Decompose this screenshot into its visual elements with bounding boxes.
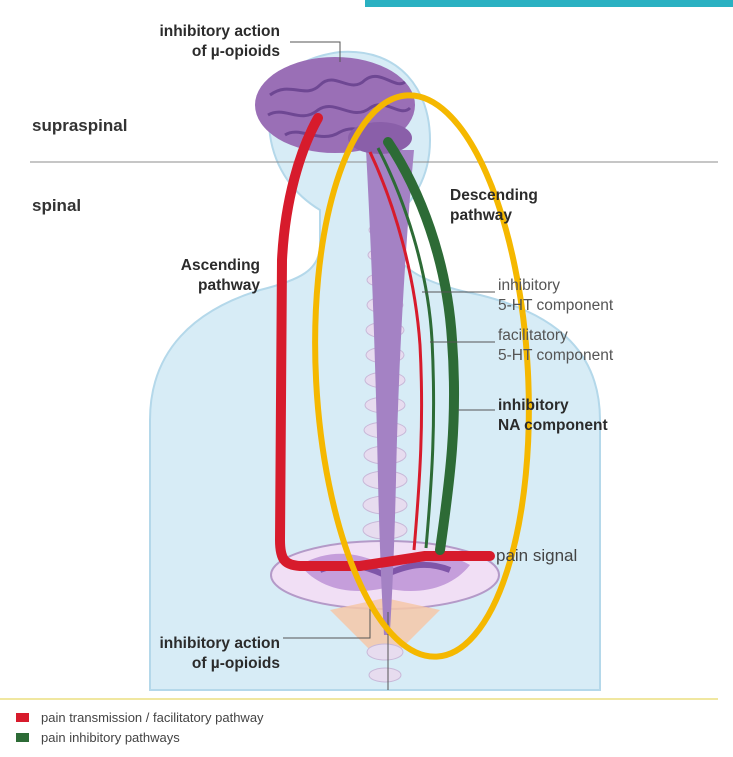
top-opioid-line2: of µ-opioids bbox=[159, 42, 280, 62]
facilitatory-5ht-line1: facilitatory bbox=[498, 326, 613, 346]
facilitatory-5ht-line2: 5-HT component bbox=[498, 346, 613, 366]
pain-signal-label: pain signal bbox=[496, 546, 577, 566]
legend-label-red: pain transmission / facilitatory pathway bbox=[41, 710, 264, 725]
legend-swatch-green bbox=[16, 733, 29, 742]
inhibitory-na-label: inhibitory NA component bbox=[498, 396, 608, 436]
descending-line1: Descending bbox=[450, 186, 538, 206]
supraspinal-label: supraspinal bbox=[32, 116, 127, 136]
bottom-opioid-line2: of µ-opioids bbox=[159, 654, 280, 674]
top-accent-bar bbox=[365, 0, 733, 7]
ascending-label: Ascending pathway bbox=[181, 256, 260, 296]
legend-item-green: pain inhibitory pathways bbox=[16, 730, 180, 745]
inhibitory-na-line2: NA component bbox=[498, 416, 608, 436]
top-opioid-label: inhibitory action of µ-opioids bbox=[159, 22, 280, 62]
bottom-opioid-label: inhibitory action of µ-opioids bbox=[159, 634, 280, 674]
inhibitory-na-line1: inhibitory bbox=[498, 396, 608, 416]
legend-label-green: pain inhibitory pathways bbox=[41, 730, 180, 745]
inhibitory-5ht-line2: 5-HT component bbox=[498, 296, 613, 316]
legend-swatch-red bbox=[16, 713, 29, 722]
inhibitory-5ht-line1: inhibitory bbox=[498, 276, 613, 296]
ascending-line2: pathway bbox=[181, 276, 260, 296]
facilitatory-5ht-label: facilitatory 5-HT component bbox=[498, 326, 613, 366]
legend-item-red: pain transmission / facilitatory pathway bbox=[16, 710, 264, 725]
descending-line2: pathway bbox=[450, 206, 538, 226]
descending-label: Descending pathway bbox=[450, 186, 538, 226]
ascending-line1: Ascending bbox=[181, 256, 260, 276]
bottom-opioid-line1: inhibitory action bbox=[159, 634, 280, 654]
spinal-label: spinal bbox=[32, 196, 81, 216]
top-opioid-line1: inhibitory action bbox=[159, 22, 280, 42]
inhibitory-5ht-label: inhibitory 5-HT component bbox=[498, 276, 613, 316]
